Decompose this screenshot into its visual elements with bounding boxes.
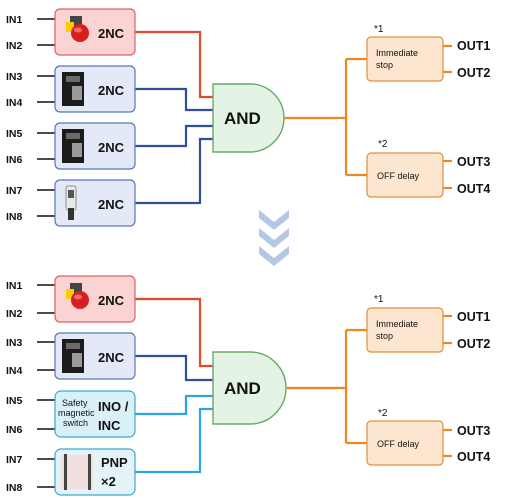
bottom-device-door-switch: 2NC — [54, 332, 136, 380]
device-label: PNP — [101, 455, 128, 470]
top-and-gate: AND — [212, 83, 285, 153]
output-label: OUT1 — [457, 310, 490, 324]
gate-label: AND — [224, 379, 261, 398]
device-label: 2NC — [98, 350, 125, 365]
top-inputs: IN1 IN2 IN3 IN4 IN5 IN6 IN7 IN8 — [6, 14, 55, 223]
input-label: IN1 — [6, 280, 23, 292]
device-label-2: ×2 — [101, 474, 116, 489]
output-label: OUT2 — [457, 337, 490, 351]
block-note: *1 — [374, 294, 384, 305]
bottom-diagram: IN1 IN2 IN3 IN4 IN5 IN6 IN7 IN8 — [6, 275, 490, 496]
door-switch-icon — [62, 339, 84, 373]
input-label: IN6 — [6, 424, 23, 436]
input-label: IN7 — [6, 454, 23, 466]
output-label: OUT3 — [457, 424, 490, 438]
bottom-device-magnetic-switch: Safety magnetic switch INO / INC — [54, 390, 136, 438]
bottom-inputs: IN1 IN2 IN3 IN4 IN5 IN6 IN7 IN8 — [6, 280, 55, 494]
top-output-bus — [284, 44, 452, 190]
device-label: INO / — [98, 399, 129, 414]
device-label-2: INC — [98, 418, 121, 433]
input-label: IN2 — [6, 308, 23, 320]
input-label: IN3 — [6, 337, 23, 349]
down-arrow-icon — [259, 210, 289, 266]
emergency-stop-icon — [66, 283, 89, 309]
input-label: IN8 — [6, 482, 23, 494]
top-device-door-switch-2: 2NC — [54, 122, 136, 170]
block-line1: Immediate — [376, 319, 418, 329]
device-label: 2NC — [98, 83, 125, 98]
light-curtain-icon — [61, 454, 93, 490]
bottom-wires — [135, 297, 213, 474]
block-note: *2 — [378, 139, 388, 150]
block-line1: OFF delay — [377, 439, 420, 449]
enabling-switch-icon — [65, 185, 77, 220]
top-block-immediate-stop: *1 Immediate stop — [366, 24, 450, 82]
input-label: IN3 — [6, 71, 23, 83]
block-line1: OFF delay — [377, 171, 420, 181]
top-device-door-switch: 2NC — [54, 65, 136, 113]
output-label: OUT4 — [457, 182, 490, 196]
gate-label: AND — [224, 109, 261, 128]
input-label: IN5 — [6, 128, 23, 140]
device-label: 2NC — [98, 26, 125, 41]
top-wires — [135, 30, 213, 205]
input-label: IN5 — [6, 395, 23, 407]
door-switch-icon — [62, 72, 84, 106]
bottom-device-emergency-stop: 2NC — [54, 275, 136, 323]
bottom-device-light-curtain: PNP ×2 — [54, 448, 136, 496]
device-label: 2NC — [98, 140, 125, 155]
door-switch-icon — [62, 129, 84, 163]
output-label: OUT2 — [457, 66, 490, 80]
input-label: IN2 — [6, 40, 23, 52]
device-label: 2NC — [98, 197, 125, 212]
device-text-line3: switch — [63, 418, 88, 428]
bottom-block-immediate-stop: *1 Immediate stop — [366, 294, 444, 353]
bottom-and-gate: AND — [212, 351, 287, 425]
top-device-emergency-stop: 2NC — [54, 8, 136, 56]
bottom-output-bus — [286, 314, 452, 458]
input-label: IN1 — [6, 14, 23, 26]
block-note: *2 — [378, 408, 388, 419]
input-label: IN4 — [6, 365, 23, 377]
block-line2: stop — [376, 331, 393, 341]
bottom-block-off-delay: *2 OFF delay — [366, 408, 444, 466]
output-label: OUT4 — [457, 450, 490, 464]
output-label: OUT3 — [457, 155, 490, 169]
input-label: IN7 — [6, 185, 23, 197]
top-diagram: IN1 IN2 IN3 IN4 IN5 IN6 IN7 IN8 — [6, 8, 490, 227]
device-text-line1: Safety — [62, 398, 88, 408]
block-line2: stop — [376, 60, 393, 70]
top-device-enabling-switch: 2NC — [54, 179, 136, 227]
output-label: OUT1 — [457, 39, 490, 53]
block-note: *1 — [374, 24, 384, 35]
top-outputs: OUT1 OUT2 OUT3 OUT4 — [457, 39, 490, 196]
block-line1: Immediate — [376, 48, 418, 58]
top-block-off-delay: *2 OFF delay — [366, 139, 444, 198]
device-label: 2NC — [98, 293, 125, 308]
input-label: IN8 — [6, 211, 23, 223]
device-text-line2: magnetic — [58, 408, 95, 418]
input-label: IN4 — [6, 97, 23, 109]
emergency-stop-icon — [66, 16, 89, 42]
bottom-outputs: OUT1 OUT2 OUT3 OUT4 — [457, 310, 490, 464]
input-label: IN6 — [6, 154, 23, 166]
